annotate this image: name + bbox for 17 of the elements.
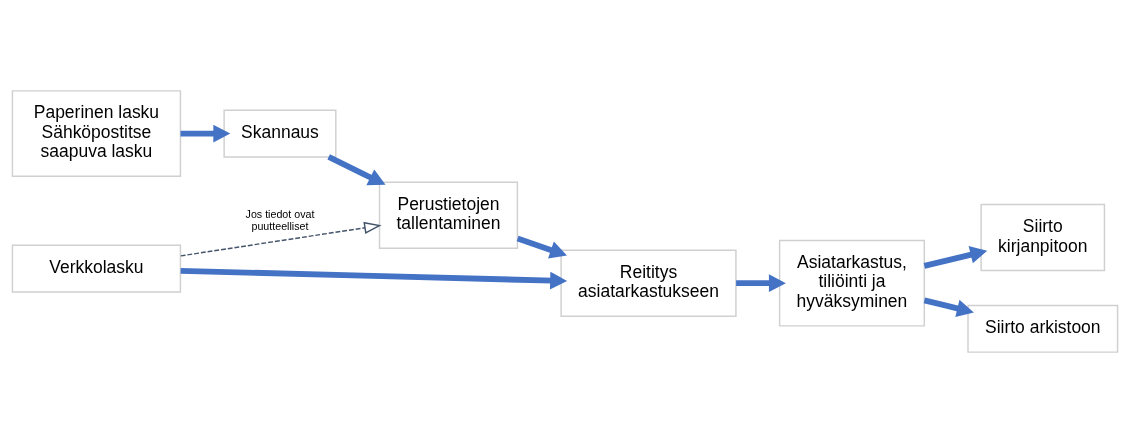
- arrow: [180, 221, 382, 257]
- arrow: [923, 246, 988, 269]
- node-box: Perustietojen tallentaminen: [378, 181, 519, 249]
- node-box: Verkkolasku: [11, 244, 182, 293]
- arrow: [180, 267, 568, 290]
- node-box: Skannaus: [223, 109, 337, 158]
- node-box: Siirto arkistoon: [967, 304, 1119, 353]
- node-box: Siirto kirjanpitoon: [980, 203, 1106, 272]
- node-box: Paperinen lasku Sähköpostitse saapuva lasku: [11, 90, 182, 178]
- arrow: [180, 124, 231, 143]
- arrow: [736, 274, 786, 293]
- arrow: [327, 154, 386, 186]
- node-box: Reititys asiatarkastukseen: [560, 249, 737, 317]
- arrow: [516, 235, 567, 259]
- edge-label: Jos tiedot ovat puutteelliset: [245, 207, 315, 232]
- arrow: [923, 297, 974, 318]
- node-box: Asiatarkastus, tiliöinti ja hyväksyminen: [778, 239, 926, 327]
